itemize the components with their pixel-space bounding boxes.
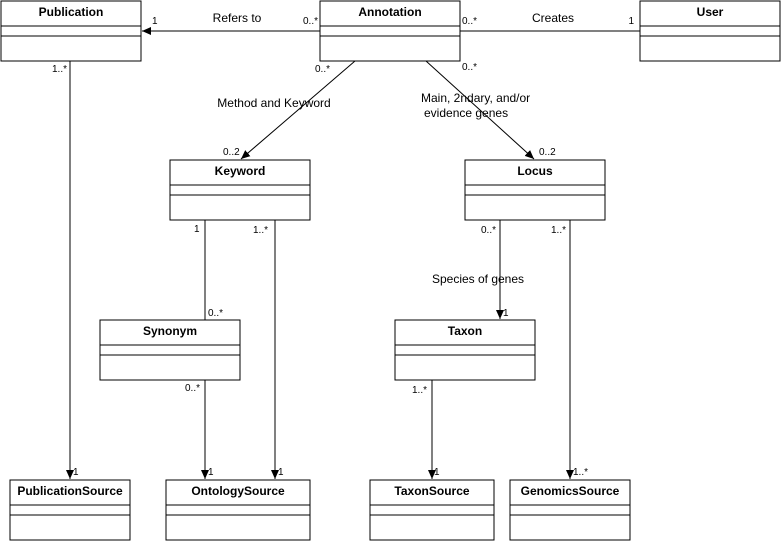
- mult-species-src: 0..*: [481, 225, 496, 236]
- mult-pub-source-src: 1..*: [52, 64, 67, 75]
- mult-keyword-synonym-src: 1: [194, 224, 200, 235]
- mult-species-dst: 1: [503, 308, 509, 319]
- class-genomics-source[interactable]: GenomicsSource: [509, 479, 631, 541]
- edge-main-genes: Main, 2ndary, and/or evidence genes 0..*…: [421, 60, 556, 160]
- class-publication-source[interactable]: PublicationSource: [9, 479, 131, 541]
- class-ontology-source[interactable]: OntologySource: [165, 479, 311, 541]
- mult-synonym-ontology-dst: 1: [208, 467, 214, 478]
- mult-genomics-source-src: 1..*: [551, 225, 566, 236]
- class-user[interactable]: User: [639, 0, 781, 62]
- class-locus[interactable]: Locus: [464, 159, 606, 221]
- edge-refers-to: Refers to 0..* 1: [142, 11, 320, 35]
- edge-taxon-source: 1..* 1: [412, 380, 440, 479]
- mult-creates-dst: 1: [628, 16, 634, 27]
- class-name-ontology-source: OntologySource: [191, 484, 285, 498]
- edge-genomics-source: 1..* 1..*: [551, 220, 588, 479]
- edge-species-of-genes: Species of genes 0..* 1: [432, 220, 524, 319]
- class-name-taxon-source: TaxonSource: [394, 484, 469, 498]
- mult-taxon-source-src: 1..*: [412, 385, 427, 396]
- mult-synonym-ontology-src: 0..*: [185, 383, 200, 394]
- class-keyword[interactable]: Keyword: [169, 159, 311, 221]
- class-name-publication-source: PublicationSource: [17, 484, 123, 498]
- edge-keyword-ontology: 1..* 1: [253, 220, 284, 479]
- class-name-taxon: Taxon: [448, 324, 482, 338]
- edge-label-main-genes-line1: Main, 2ndary, and/or: [421, 91, 530, 105]
- class-taxon-source[interactable]: TaxonSource: [369, 479, 495, 541]
- mult-keyword-ontology-src: 1..*: [253, 225, 268, 236]
- edge-label-creates: Creates: [532, 11, 574, 25]
- edge-label-refers-to: Refers to: [213, 11, 262, 25]
- class-name-publication: Publication: [39, 5, 104, 19]
- class-annotation[interactable]: Annotation: [319, 0, 461, 62]
- edge-label-main-genes-line2: evidence genes: [424, 106, 508, 120]
- mult-pub-source-dst: 1: [73, 467, 79, 478]
- mult-method-keyword-dst: 0..2: [223, 147, 240, 158]
- mult-keyword-synonym-dst: 0..*: [208, 308, 223, 319]
- class-name-keyword: Keyword: [215, 164, 266, 178]
- edge-synonym-ontology: 0..* 1: [185, 380, 214, 479]
- mult-refers-to-dst: 1: [152, 16, 158, 27]
- class-synonym[interactable]: Synonym: [99, 319, 241, 381]
- mult-keyword-ontology-dst: 1: [278, 467, 284, 478]
- class-taxon[interactable]: Taxon: [394, 319, 536, 381]
- edge-label-species-of-genes: Species of genes: [432, 272, 524, 286]
- class-publication[interactable]: Publication: [0, 0, 142, 62]
- mult-genomics-source-dst: 1..*: [573, 467, 588, 478]
- class-name-genomics-source: GenomicsSource: [521, 484, 620, 498]
- edge-method-keyword: Method and Keyword 0..* 0..2: [217, 60, 356, 160]
- class-name-synonym: Synonym: [143, 324, 197, 338]
- class-name-user: User: [697, 5, 724, 19]
- edge-label-method-keyword: Method and Keyword: [217, 96, 330, 110]
- mult-taxon-source-dst: 1: [434, 467, 440, 478]
- edge-creates: Creates 0..* 1: [460, 11, 640, 32]
- class-name-locus: Locus: [517, 164, 553, 178]
- class-name-annotation: Annotation: [358, 5, 421, 19]
- edge-keyword-synonym: 1 0..*: [194, 220, 223, 320]
- mult-main-genes-dst: 0..2: [539, 147, 556, 158]
- edge-publication-source: 1..* 1: [52, 61, 79, 479]
- mult-method-keyword-src: 0..*: [315, 64, 330, 75]
- mult-creates-src: 0..*: [462, 16, 477, 27]
- mult-refers-to-src: 0..*: [303, 16, 318, 27]
- mult-main-genes-src: 0..*: [462, 62, 477, 73]
